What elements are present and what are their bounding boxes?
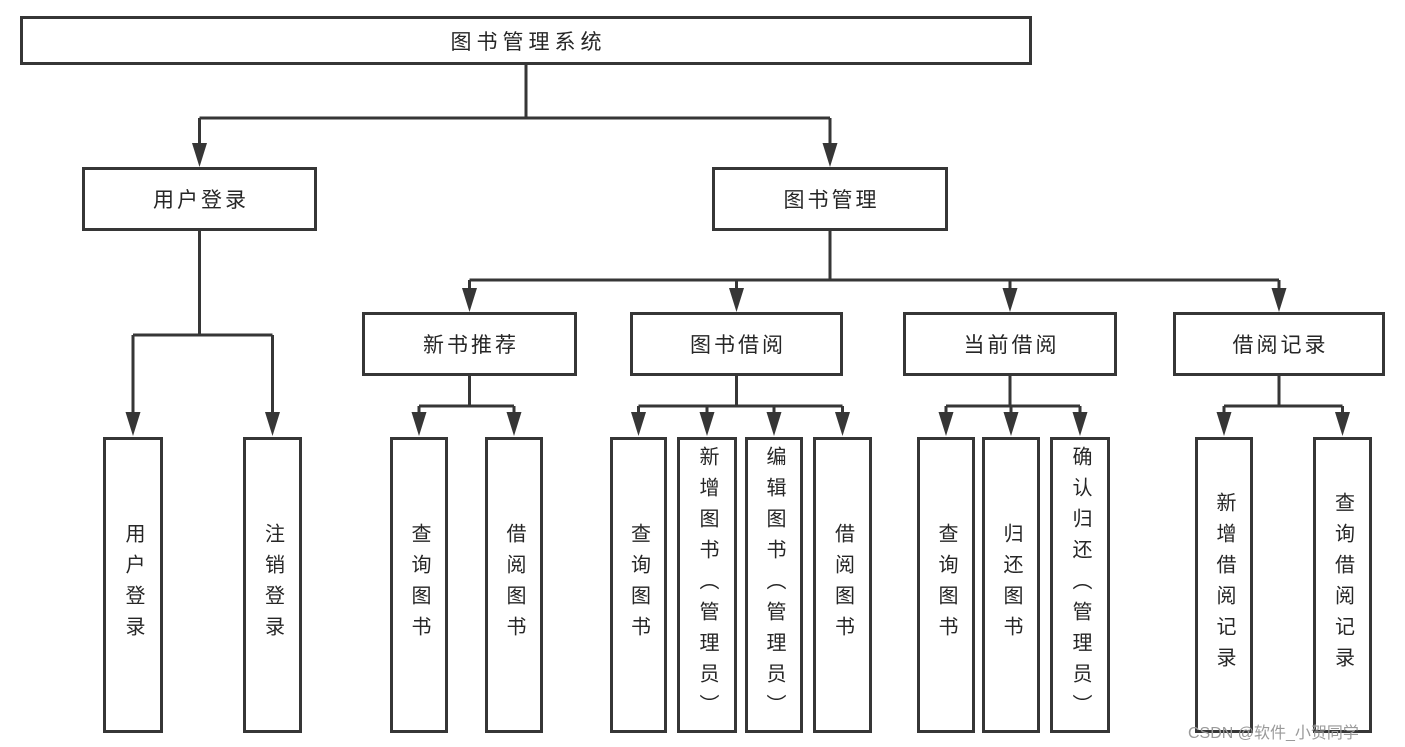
node-leaf-add-book-admin: 新增图书（管理员）	[677, 437, 737, 733]
node-leaf-user-login-label: 用户登录	[122, 523, 144, 647]
node-book-management-label: 图书管理	[783, 189, 880, 212]
node-user-login: 用户登录	[82, 167, 317, 231]
node-leaf-user-login: 用户登录	[103, 437, 163, 733]
node-leaf-edit-book-admin-label: 编辑图书（管理员）	[763, 445, 785, 725]
node-borrow-records-label: 借阅记录	[1232, 334, 1329, 357]
node-leaf-add-borrow-record-label: 新增借阅记录	[1213, 492, 1235, 678]
arrowheads	[125, 143, 1350, 436]
node-leaf-query-books-current-label: 查询图书	[935, 523, 957, 647]
node-leaf-query-books-recommend-label: 查询图书	[408, 523, 430, 647]
node-user-login-label: 用户登录	[153, 189, 249, 212]
arrowhead	[699, 412, 715, 436]
node-leaf-query-books-borrow-label: 查询图书	[627, 523, 650, 647]
node-leaf-query-books-borrow: 查询图书	[610, 437, 667, 733]
node-leaf-return-book-label: 归还图书	[1000, 523, 1022, 647]
arrowhead	[938, 412, 954, 436]
node-leaf-add-borrow-record: 新增借阅记录	[1195, 437, 1253, 733]
node-new-book-recommend-label: 新书推荐	[423, 334, 519, 357]
arrowhead	[1002, 288, 1018, 312]
node-leaf-borrow-books: 借阅图书	[813, 437, 872, 733]
node-library-system: 图书管理系统	[20, 16, 1032, 65]
node-leaf-query-books-current: 查询图书	[917, 437, 975, 733]
node-leaf-query-borrow-record: 查询借阅记录	[1313, 437, 1372, 733]
node-current-borrow-label: 当前借阅	[963, 334, 1060, 357]
arrowhead	[462, 288, 477, 312]
arrowhead	[265, 412, 280, 436]
node-leaf-query-borrow-record-label: 查询借阅记录	[1331, 492, 1354, 678]
node-leaf-add-book-admin-label: 新增图书（管理员）	[696, 445, 718, 725]
node-leaf-edit-book-admin: 编辑图书（管理员）	[745, 437, 803, 733]
connector-path	[131, 65, 1344, 418]
node-leaf-borrow-books-recommend-label: 借阅图书	[503, 523, 525, 647]
arrowhead	[1335, 412, 1350, 436]
node-new-book-recommend: 新书推荐	[362, 312, 577, 376]
node-leaf-query-books-recommend: 查询图书	[390, 437, 448, 733]
arrowhead	[1271, 288, 1287, 312]
node-borrow-records: 借阅记录	[1173, 312, 1385, 376]
node-leaf-confirm-return-admin: 确认归还（管理员）	[1050, 437, 1110, 733]
node-leaf-logout-label: 注销登录	[261, 523, 284, 647]
node-current-borrow: 当前借阅	[903, 312, 1117, 376]
watermark: CSDN @软件_小贺同学	[1188, 725, 1359, 742]
node-book-borrow: 图书借阅	[630, 312, 843, 376]
node-library-system-label: 图书管理系统	[450, 30, 607, 54]
arrowhead	[766, 412, 782, 436]
node-book-borrow-label: 图书借阅	[690, 334, 786, 357]
node-leaf-logout: 注销登录	[243, 437, 302, 733]
node-leaf-confirm-return-admin-label: 确认归还（管理员）	[1069, 445, 1091, 725]
arrowhead	[1072, 412, 1088, 436]
node-leaf-borrow-books-recommend: 借阅图书	[485, 437, 543, 733]
node-leaf-return-book: 归还图书	[982, 437, 1040, 733]
arrowhead	[835, 412, 850, 436]
arrowhead	[1216, 412, 1232, 436]
node-leaf-borrow-books-label: 借阅图书	[831, 523, 854, 647]
arrowhead	[192, 143, 207, 167]
arrowhead	[822, 143, 838, 167]
arrowhead	[729, 288, 744, 312]
arrowhead	[411, 412, 427, 436]
node-book-management: 图书管理	[712, 167, 948, 231]
arrowhead	[1003, 412, 1019, 436]
arrowhead	[125, 412, 141, 436]
arrowhead	[506, 412, 522, 436]
arrowhead	[631, 412, 646, 436]
